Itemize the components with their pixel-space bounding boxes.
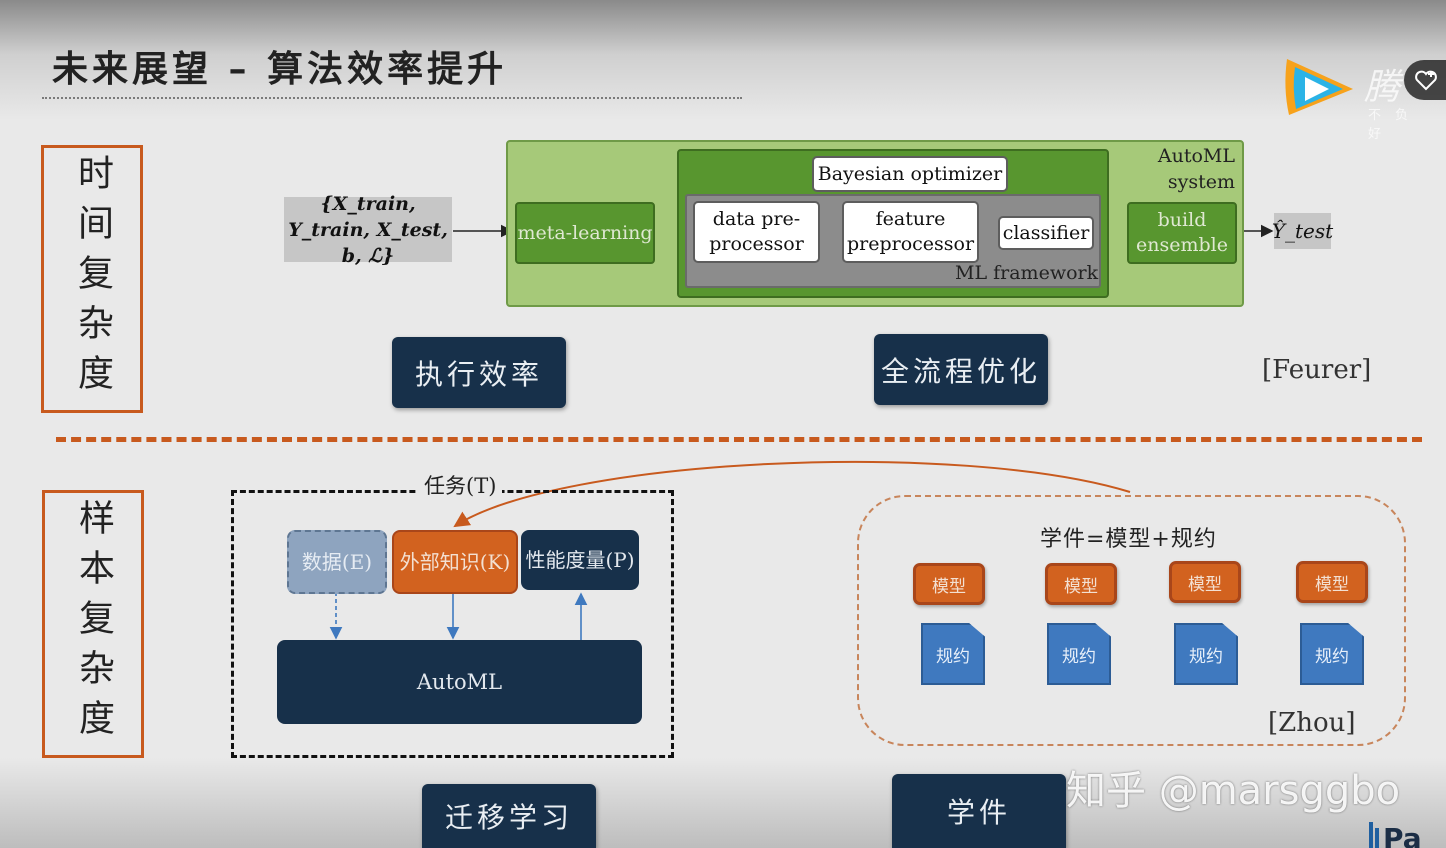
model-chip: 模型	[1045, 563, 1117, 605]
zhou-reference: [Zhou]	[1268, 708, 1356, 738]
external-knowledge-box: 外部知识(K)	[392, 530, 518, 594]
task-label: 任务(T)	[418, 470, 503, 500]
spec-doc: 规约	[1047, 623, 1111, 685]
spec-doc: 规约	[921, 623, 985, 685]
learnware-equation: 学件=模型+规约	[1040, 527, 1217, 552]
performance-measure-box: 性能度量(P)	[521, 530, 639, 590]
learnware-frame	[857, 495, 1406, 746]
model-chip: 模型	[913, 563, 985, 605]
time-complexity-box: 时间复杂度	[41, 145, 143, 413]
ml-framework-label: ML framework	[955, 262, 1099, 284]
time-complexity-label: 时间复杂度	[72, 154, 113, 404]
zhihu-watermark: 知乎 @marsggbo	[1066, 768, 1401, 814]
classifier-box: classifier	[998, 216, 1094, 250]
transfer-learning-button: 迁移学习	[422, 784, 596, 848]
spec-doc: 规约	[1300, 623, 1364, 685]
heart-plus-icon	[1415, 70, 1437, 91]
brand-subtext: 不负好	[1368, 108, 1423, 142]
spec-doc: 规约	[1174, 623, 1238, 685]
model-chip: 模型	[1169, 561, 1241, 603]
data-preprocessor-box: data pre-processor	[693, 201, 820, 263]
bottom-shade	[0, 758, 1446, 848]
model-chip: 模型	[1296, 561, 1368, 603]
meta-learning-box: meta-learning	[515, 202, 655, 264]
automl-system-label: AutoML system	[1157, 145, 1235, 193]
sample-complexity-box: 样本复杂度	[42, 490, 144, 758]
exec-efficiency-button: 执行效率	[392, 337, 566, 408]
feature-preprocessor-box: feature preprocessor	[842, 201, 979, 263]
bayesian-optimizer-box: Bayesian optimizer	[812, 156, 1008, 192]
svg-text:Pa: Pa	[1383, 822, 1422, 848]
corner-logo-icon: Pa	[1369, 822, 1422, 848]
data-box: 数据(E)	[287, 530, 387, 594]
pipeline-optimization-button: 全流程优化	[874, 334, 1048, 405]
sample-complexity-label: 样本复杂度	[73, 499, 114, 749]
favorite-button[interactable]	[1404, 60, 1446, 100]
section-divider	[56, 437, 1422, 442]
title-underline	[42, 97, 742, 99]
learnware-button: 学件	[892, 774, 1066, 848]
tencent-video-logo-icon	[1285, 59, 1353, 115]
slide-title: 未来展望 – 算法效率提升	[52, 48, 508, 90]
output-ytest-box: Ŷ_test	[1272, 213, 1333, 249]
build-ensemble-box: build ensemble	[1127, 202, 1237, 264]
automl-box: AutoML	[277, 640, 642, 724]
top-shade	[0, 0, 1446, 120]
brand-text: 腾	[1364, 67, 1401, 108]
feurer-reference: [Feurer]	[1262, 355, 1372, 385]
input-data-box: {X_train, Y_train, X_test, b, ℒ}	[284, 193, 452, 267]
